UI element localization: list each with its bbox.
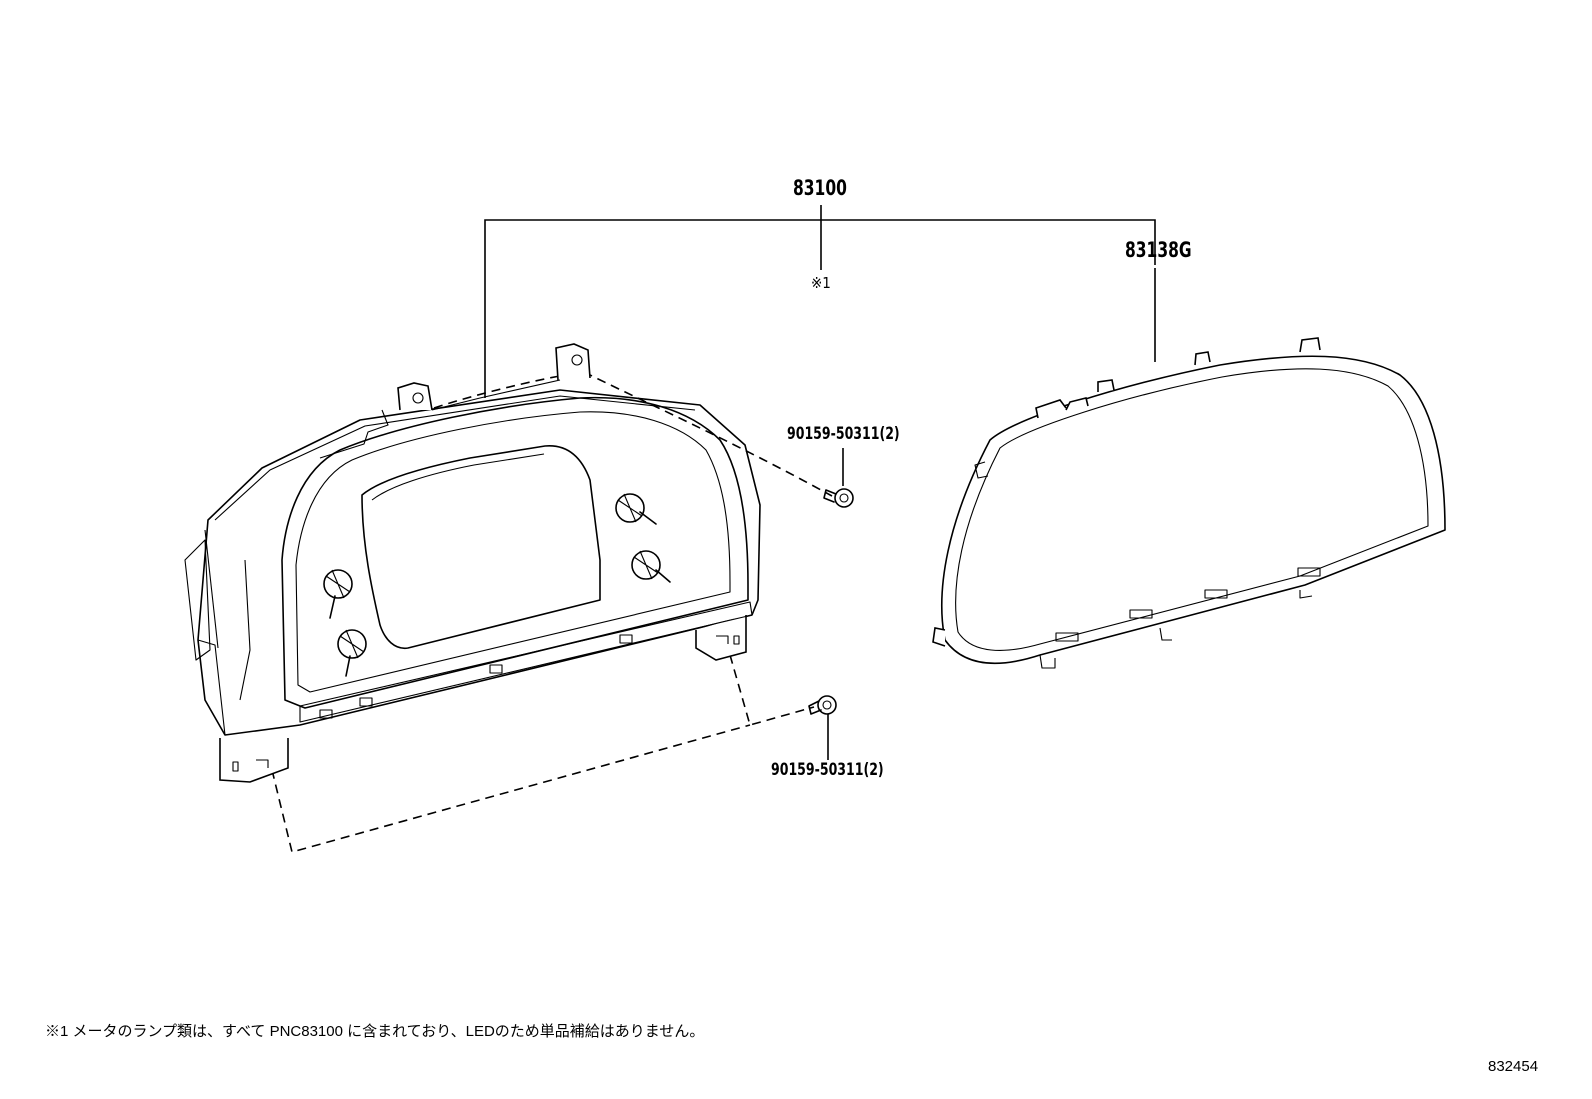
note-reference-mark: ※1: [811, 274, 831, 292]
lens-part-number: 83138G: [1125, 238, 1192, 262]
assembly-bracket-leader: [484, 205, 1156, 398]
lamp-socket-3: [615, 493, 657, 525]
screw-upper-part-number: 90159-50311(2): [787, 424, 900, 444]
combination-meter-assembly: [184, 343, 761, 783]
lamp-socket-2: [337, 629, 367, 677]
footnote: ※1 メータのランプ類は、すべて PNC83100 に含まれており、LEDのため…: [45, 1023, 705, 1040]
screw-lower-part-number: 90159-50311(2): [771, 760, 884, 780]
lamp-socket-1: [323, 569, 353, 619]
lamp-socket-4: [631, 550, 671, 583]
screw-lower: [808, 695, 837, 715]
assembly-part-number: 83100: [793, 176, 847, 200]
illustration-code: 832454: [1488, 1058, 1539, 1075]
meter-lens: [932, 337, 1446, 669]
screw-upper: [823, 488, 854, 508]
